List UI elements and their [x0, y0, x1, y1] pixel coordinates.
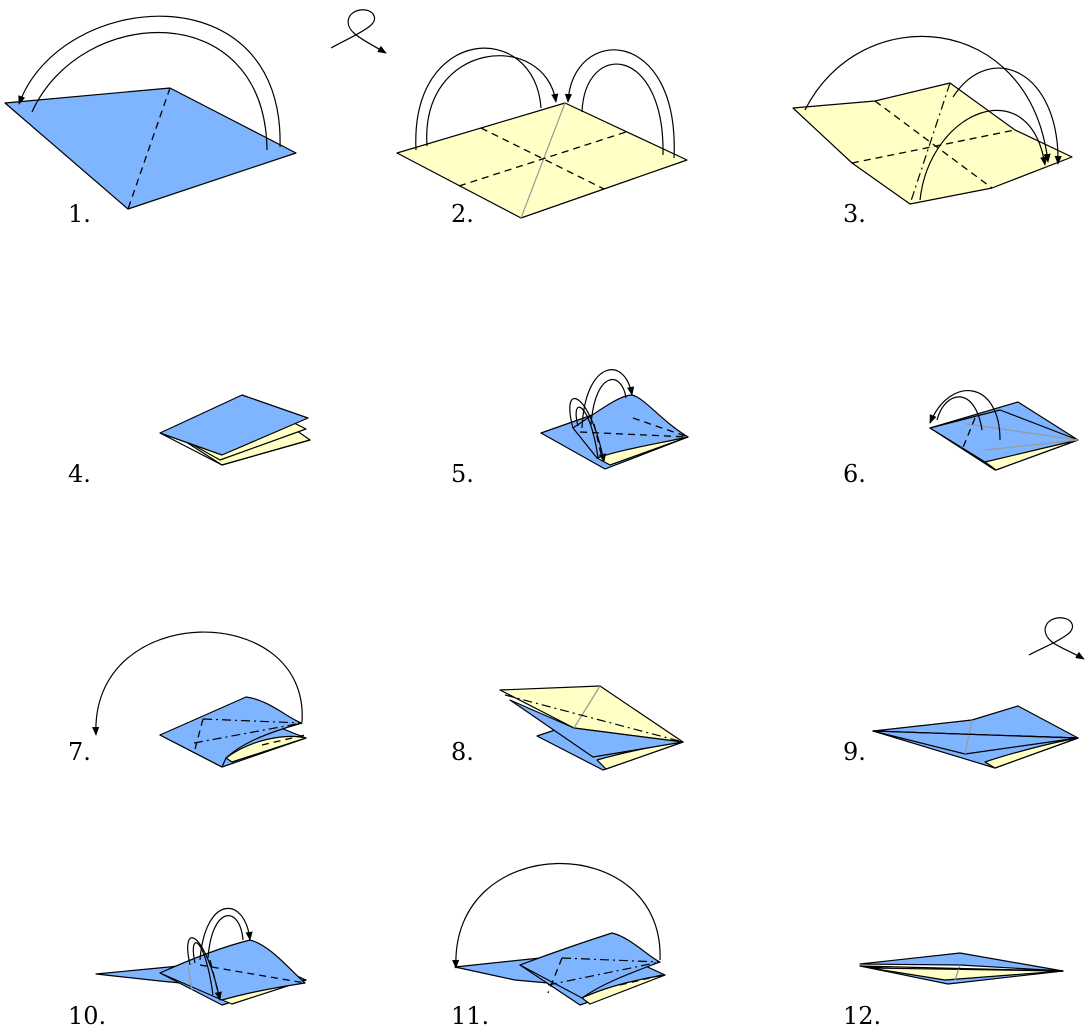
mountain-fold-line [561, 957, 661, 963]
paper-edge [872, 730, 1079, 739]
step-number: 12. [843, 1002, 881, 1026]
fold-arrow-icon [31, 32, 268, 151]
paper-flap [572, 394, 689, 459]
fold-arrow-icon [564, 49, 675, 159]
fold-arrow-icon [952, 67, 1062, 165]
step-number: 7. [68, 738, 91, 766]
reference-crease [965, 423, 1079, 441]
fold-arrow-icon [804, 35, 1051, 163]
valley-fold-line [209, 959, 221, 1001]
valley-fold-line [851, 129, 1016, 164]
step-number: 3. [843, 200, 866, 228]
paper-inner-layer [225, 735, 307, 763]
step-8: 8. [451, 685, 684, 771]
step-number: 6. [843, 460, 866, 488]
valley-fold-line [261, 734, 306, 746]
step-number: 9. [843, 738, 866, 766]
fold-arrow-icon [590, 379, 627, 426]
valley-fold-line [874, 100, 993, 189]
valley-fold-line [961, 417, 976, 451]
mountain-fold-line [504, 694, 684, 743]
reference-crease [954, 964, 961, 981]
fold-arrow-icon [18, 15, 281, 148]
step-number: 4. [68, 460, 91, 488]
fold-arrow-icon [199, 907, 253, 961]
fold-arrow-icon [569, 397, 606, 463]
step-3: 3. [792, 35, 1073, 228]
valley-fold-line [632, 417, 689, 438]
valley-fold-line [547, 957, 563, 994]
valley-fold-line [127, 87, 171, 210]
step-number: 5. [451, 460, 474, 488]
step-12: 12. [843, 952, 1064, 1026]
fold-arrow-icon [919, 109, 1048, 201]
paper-edge [159, 432, 311, 466]
step-7: 7. [68, 631, 307, 768]
reference-crease [984, 439, 1079, 451]
fold-arrow-icon [575, 406, 599, 459]
step-number: 2. [451, 200, 474, 228]
paper-inner-layer [581, 974, 666, 1005]
step-5: 5. [451, 369, 689, 488]
step-11: 11. [451, 862, 666, 1026]
paper-layer-front [159, 394, 309, 456]
paper-square [396, 102, 688, 219]
reference-crease [964, 719, 973, 755]
fold-arrow-icon [929, 390, 1001, 441]
reference-crease [573, 685, 601, 729]
paper-edge [859, 965, 1064, 972]
turn-over-icon [330, 9, 387, 54]
step-number: 11. [451, 1002, 489, 1026]
step-1: 1. [4, 15, 297, 228]
step-number: 10. [68, 1002, 106, 1026]
reference-crease [520, 102, 566, 219]
paper-collapsing [792, 82, 1073, 205]
step-number: 8. [451, 738, 474, 766]
mountain-fold-line [547, 961, 661, 986]
step-2: 2. [396, 47, 688, 228]
step-9: 9. [843, 705, 1079, 769]
valley-fold-line [480, 127, 605, 190]
reference-crease [187, 965, 193, 991]
step-6: 6. [843, 390, 1079, 488]
fold-arrow-icon [92, 631, 303, 736]
paper-square [4, 87, 297, 210]
fold-arrow-icon [207, 915, 244, 959]
mountain-fold-line [202, 718, 303, 724]
step-4: 4. [68, 394, 311, 488]
fold-arrow-icon [936, 396, 983, 431]
fold-arrow-icon [452, 862, 661, 969]
fold-arrow-icon [187, 937, 222, 1001]
paper-flap [519, 932, 661, 999]
valley-fold-line [199, 964, 306, 984]
paper-flap [159, 939, 306, 1001]
valley-fold-line [579, 431, 689, 438]
turn-over-icon [1028, 617, 1085, 660]
fold-arrow-icon [426, 55, 559, 147]
paper-front-triangle [929, 409, 1079, 463]
fold-arrow-icon [415, 47, 542, 151]
step-10: 10. [68, 907, 307, 1026]
fold-arrow-icon [192, 942, 214, 996]
valley-fold-line [193, 718, 204, 754]
mountain-fold-line [909, 82, 951, 205]
step-number: 1. [68, 200, 91, 228]
fold-arrow-icon [581, 63, 664, 156]
valley-fold-line [458, 131, 627, 187]
